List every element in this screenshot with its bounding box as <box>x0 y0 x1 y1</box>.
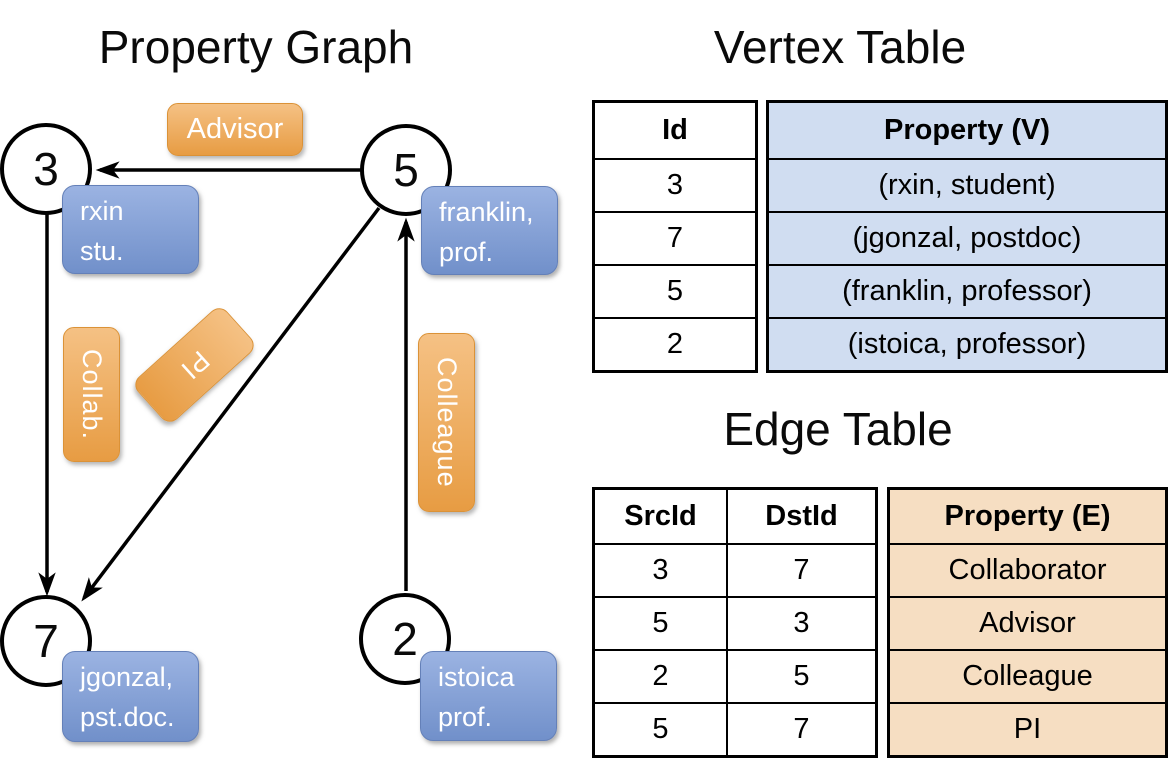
vertex-prop-box-rxin: rxin stu. <box>62 185 199 274</box>
edge-property-table: Property (E) Collaborator Advisor Collea… <box>887 487 1168 758</box>
vertex-table-title: Vertex Table <box>713 21 967 73</box>
edge-property-cell: Colleague <box>887 649 1168 704</box>
edge-label-text: Collab. <box>77 348 107 441</box>
edge-5-to-7 <box>81 206 381 602</box>
vertex-id-cell: 7 <box>592 211 758 266</box>
vertex-prop-line: prof. <box>439 237 494 267</box>
edge-label-text: Advisor <box>186 113 284 145</box>
vertex-prop-box-istoica: istoica prof. <box>420 651 557 741</box>
node-id-label: 5 <box>393 144 419 196</box>
edge-property-cell: PI <box>887 702 1168 758</box>
vertex-property-header: Property (V) <box>766 100 1168 160</box>
vertex-prop-line: franklin, <box>439 197 534 227</box>
edge-property-cell: Advisor <box>887 596 1168 651</box>
vertex-id-cell: 3 <box>592 158 758 213</box>
vertex-property-table: Property (V) (rxin, student) (jgonzal, p… <box>766 100 1168 373</box>
edge-src-cell: 3 <box>592 543 728 598</box>
graph-node-2: 2 <box>359 593 451 685</box>
vertex-property-cell: (istoica, professor) <box>766 317 1168 373</box>
edge-property-header: Property (E) <box>887 487 1168 545</box>
vertex-prop-box-franklin: franklin, prof. <box>421 186 558 275</box>
vertex-prop-line: prof. <box>438 702 493 732</box>
vertex-prop-line: pst.doc. <box>80 702 175 732</box>
vertex-id-header: Id <box>592 100 758 160</box>
graph-edges <box>38 161 415 602</box>
edge-table-title: Edge Table <box>723 403 953 455</box>
node-id-label: 2 <box>392 613 418 665</box>
vertex-id-cell: 2 <box>592 317 758 373</box>
edge-dst-header: DstId <box>726 487 878 545</box>
node-id-label: 3 <box>33 143 59 195</box>
edge-src-cell: 5 <box>592 596 728 651</box>
edge-dst-cell: 7 <box>726 543 878 598</box>
edge-dst-cell: 7 <box>726 702 878 758</box>
edge-ids-table: SrcId DstId 3 7 5 3 2 5 5 7 <box>592 487 878 758</box>
edge-label-colleague: Colleague <box>418 333 475 512</box>
node-id-label: 7 <box>33 615 59 667</box>
graph-node-5: 5 <box>360 124 452 216</box>
edge-label-collab: Collab. <box>63 327 120 462</box>
vertex-prop-line: istoica <box>438 662 515 692</box>
edge-label-advisor: Advisor <box>167 103 303 156</box>
edge-dst-cell: 3 <box>726 596 878 651</box>
edge-label-text: Colleague <box>432 357 462 488</box>
edge-src-cell: 5 <box>592 702 728 758</box>
vertex-id-table: Id 3 7 5 2 <box>592 100 758 373</box>
vertex-property-cell: (jgonzal, postdoc) <box>766 211 1168 266</box>
vertex-prop-line: stu. <box>80 236 124 266</box>
edge-dst-cell: 5 <box>726 649 878 704</box>
property-graph-title: Property Graph <box>98 21 414 73</box>
edge-property-cell: Collaborator <box>887 543 1168 598</box>
vertex-prop-line: jgonzal, <box>80 662 174 692</box>
vertex-property-cell: (franklin, professor) <box>766 264 1168 319</box>
vertex-id-cell: 5 <box>592 264 758 319</box>
edge-src-header: SrcId <box>592 487 728 545</box>
vertex-prop-line: rxin <box>80 196 124 226</box>
vertex-property-cell: (rxin, student) <box>766 158 1168 213</box>
vertex-prop-box-jgonzal: jgonzal, pst.doc. <box>62 651 199 742</box>
edge-label-text: PI <box>174 345 216 386</box>
edge-src-cell: 2 <box>592 649 728 704</box>
